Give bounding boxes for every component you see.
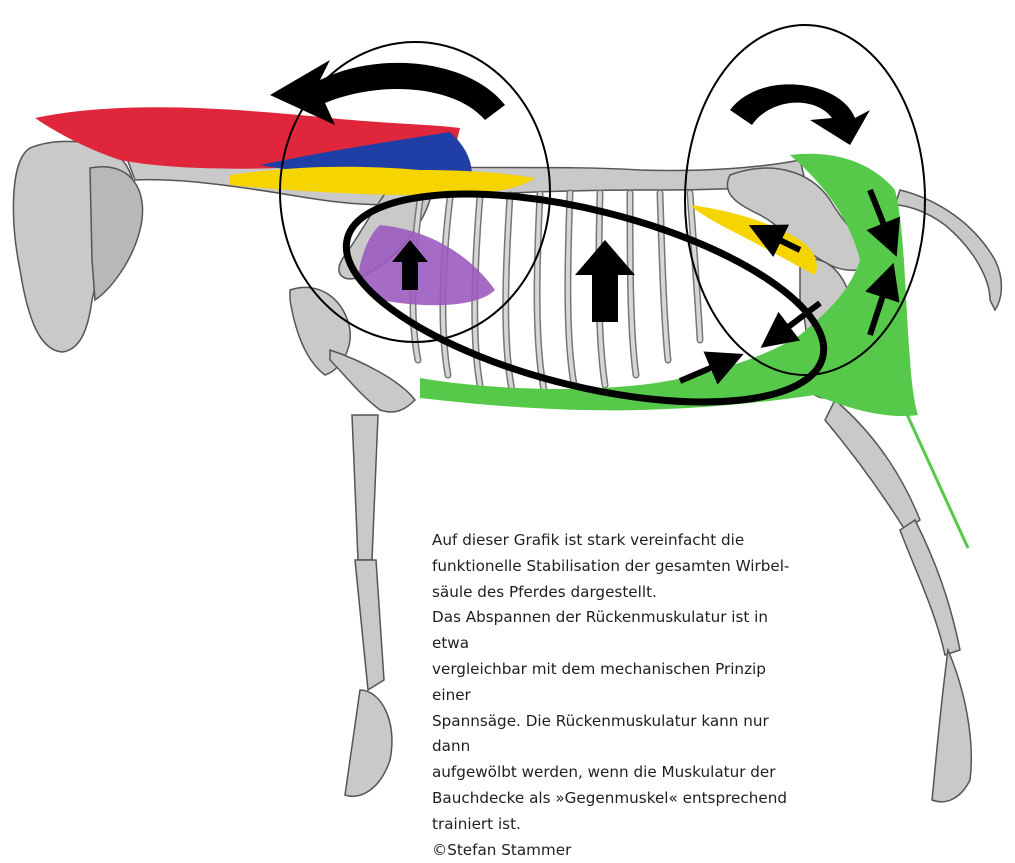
caption-line: säule des Pferdes dargestellt. bbox=[432, 580, 792, 606]
caption-line: aufgewölbt werden, wenn die Muskulatur d… bbox=[432, 760, 792, 786]
foreleg-upper bbox=[330, 350, 415, 412]
rotation-arrow-right-icon bbox=[730, 84, 870, 145]
caption-text: Auf dieser Grafik ist stark vereinfacht … bbox=[432, 528, 792, 863]
caption-line: Bauchdecke als »Gegenmuskel« entsprechen… bbox=[432, 786, 792, 812]
hind-hoof bbox=[932, 650, 971, 802]
hind-tibia bbox=[825, 400, 920, 530]
caption-line: Das Abspannen der Rückenmuskulatur ist i… bbox=[432, 605, 792, 657]
caption-credit: ©Stefan Stammer bbox=[432, 838, 792, 863]
up-arrow-icon-large bbox=[575, 240, 635, 322]
caption-line: funktionelle Stabilisation der gesamten … bbox=[432, 554, 792, 580]
caption-line: Auf dieser Grafik ist stark vereinfacht … bbox=[432, 528, 792, 554]
caption-line: Spannsäge. Die Rückenmuskulatur kann nur… bbox=[432, 709, 792, 761]
rotation-arrow-left-icon bbox=[270, 60, 505, 125]
foreleg-lower bbox=[352, 415, 378, 560]
tail-vertebrae bbox=[895, 190, 1001, 310]
caption-line: trainiert ist. bbox=[432, 812, 792, 838]
jaw bbox=[90, 167, 143, 300]
hind-cannon bbox=[900, 520, 960, 655]
caption-line: vergleichbar mit dem mechanischen Prinzi… bbox=[432, 657, 792, 709]
fore-hoof bbox=[345, 690, 392, 796]
fore-cannon bbox=[355, 560, 384, 690]
caption-body: Auf dieser Grafik ist stark vereinfacht … bbox=[432, 528, 792, 838]
